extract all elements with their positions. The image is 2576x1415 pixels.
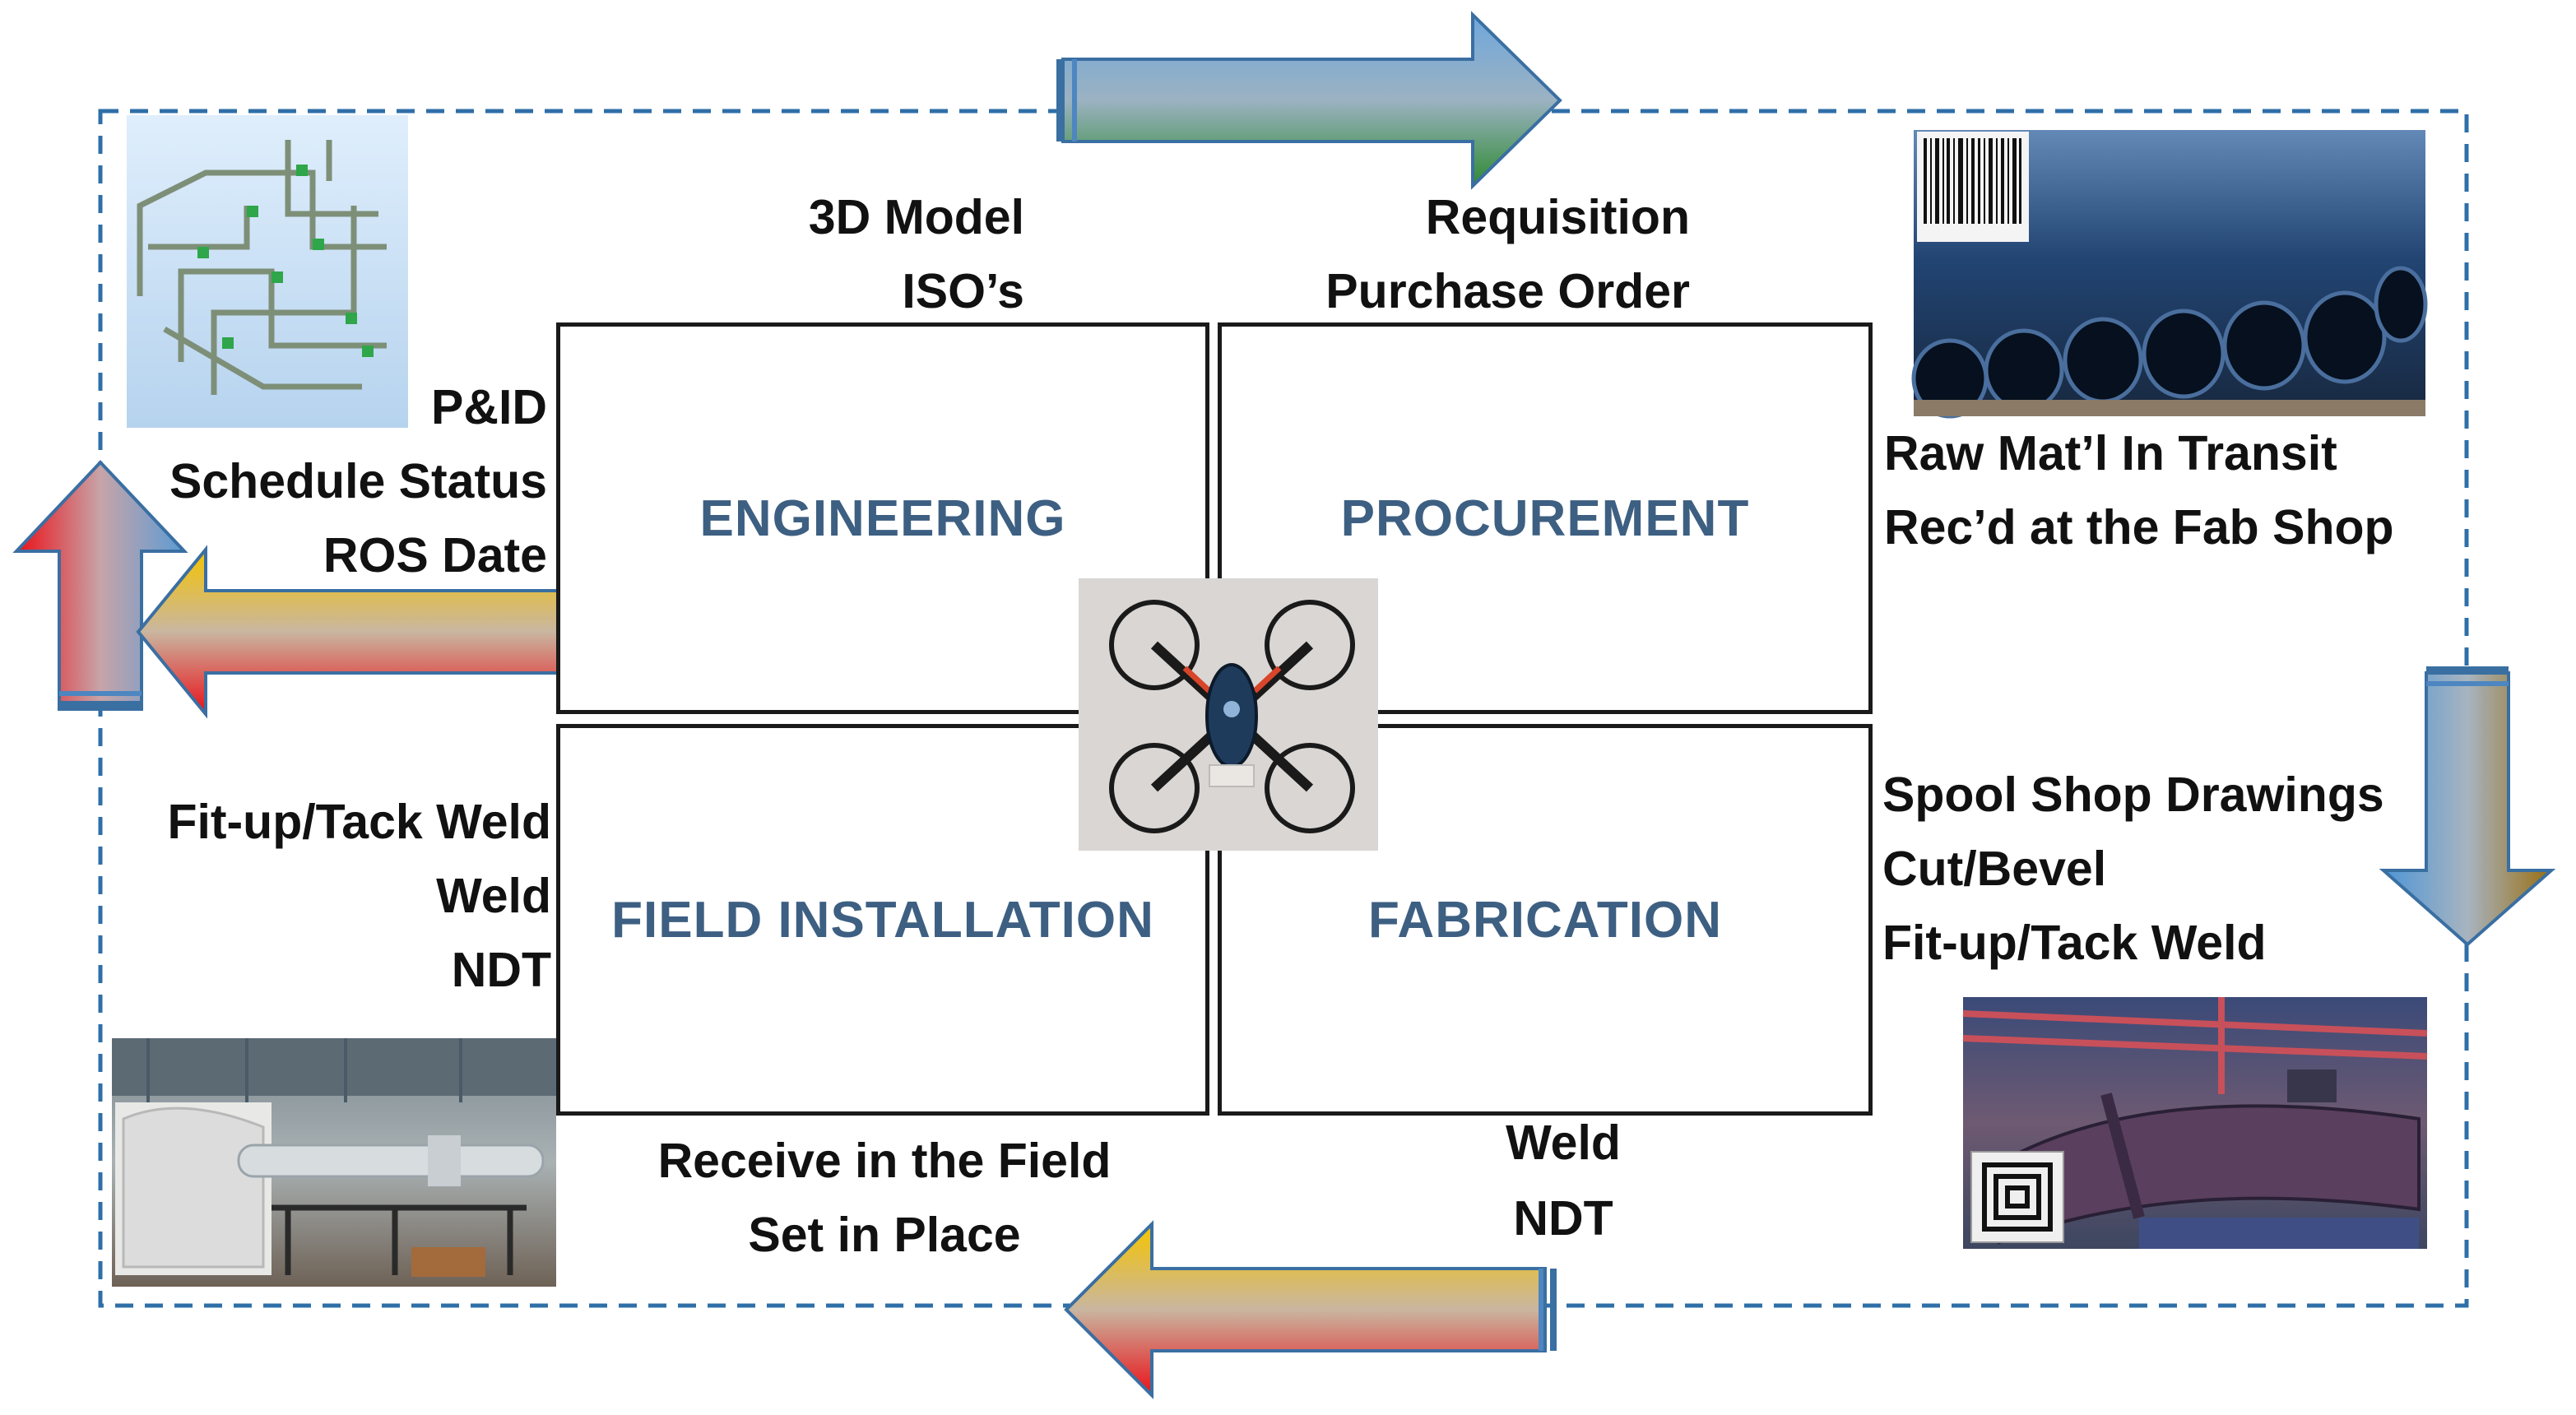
fabrication-output-line1: Weld <box>1506 1116 1621 1170</box>
field-receive-line1: Receive in the Field <box>657 1134 1112 1188</box>
raw-material-line1: Raw Mat’l In Transit <box>1884 426 2337 480</box>
field-step-line1: Fit-up/Tack Weld <box>167 795 551 849</box>
field-receive-line2: Set in Place <box>748 1208 1021 1262</box>
right-down-arrow <box>2379 666 2556 947</box>
fabrication-step-line2: Cut/Bevel <box>1882 842 2107 896</box>
engineering-input-line3: ROS Date <box>323 528 547 582</box>
field-pipes-image <box>112 1038 556 1287</box>
procurement-label: PROCUREMENT <box>1340 489 1750 547</box>
field-step-line3: NDT <box>451 943 551 997</box>
rfid-tag-icon <box>1970 1151 2064 1243</box>
bottom-left-arrow <box>1064 1220 1557 1399</box>
engineering-input-line1: P&ID <box>431 380 547 434</box>
engineering-output-line1: 3D Model <box>808 190 1024 244</box>
field-installation-quadrant: FIELD INSTALLATION <box>556 724 1209 1116</box>
field-step-line2: Weld <box>436 869 551 923</box>
fabrication-step-line1: Spool Shop Drawings <box>1882 768 2384 822</box>
procurement-output-line2: Purchase Order <box>1325 264 1690 318</box>
left-up-arrow <box>12 460 188 711</box>
drone-photo <box>1079 578 1378 851</box>
procurement-output-line1: Requisition <box>1425 190 1690 244</box>
3d-model-image <box>127 115 408 428</box>
raw-material-line2: Rec’d at the Fab Shop <box>1884 500 2394 554</box>
pipe-stack-image <box>1911 130 2428 419</box>
engineering-output-line2: ISO’s <box>902 264 1024 318</box>
fabrication-output-line2: NDT <box>1513 1191 1613 1246</box>
fab-shop-image <box>1962 997 2428 1249</box>
top-right-arrow <box>1056 11 1562 190</box>
barcode-label <box>1917 132 2029 242</box>
engineering-label: ENGINEERING <box>699 489 1066 547</box>
fabrication-step-line3: Fit-up/Tack Weld <box>1882 916 2267 970</box>
field-installation-label: FIELD INSTALLATION <box>611 891 1154 949</box>
fabrication-label: FABRICATION <box>1367 891 1723 949</box>
engineering-input-line2: Schedule Status <box>169 454 547 508</box>
